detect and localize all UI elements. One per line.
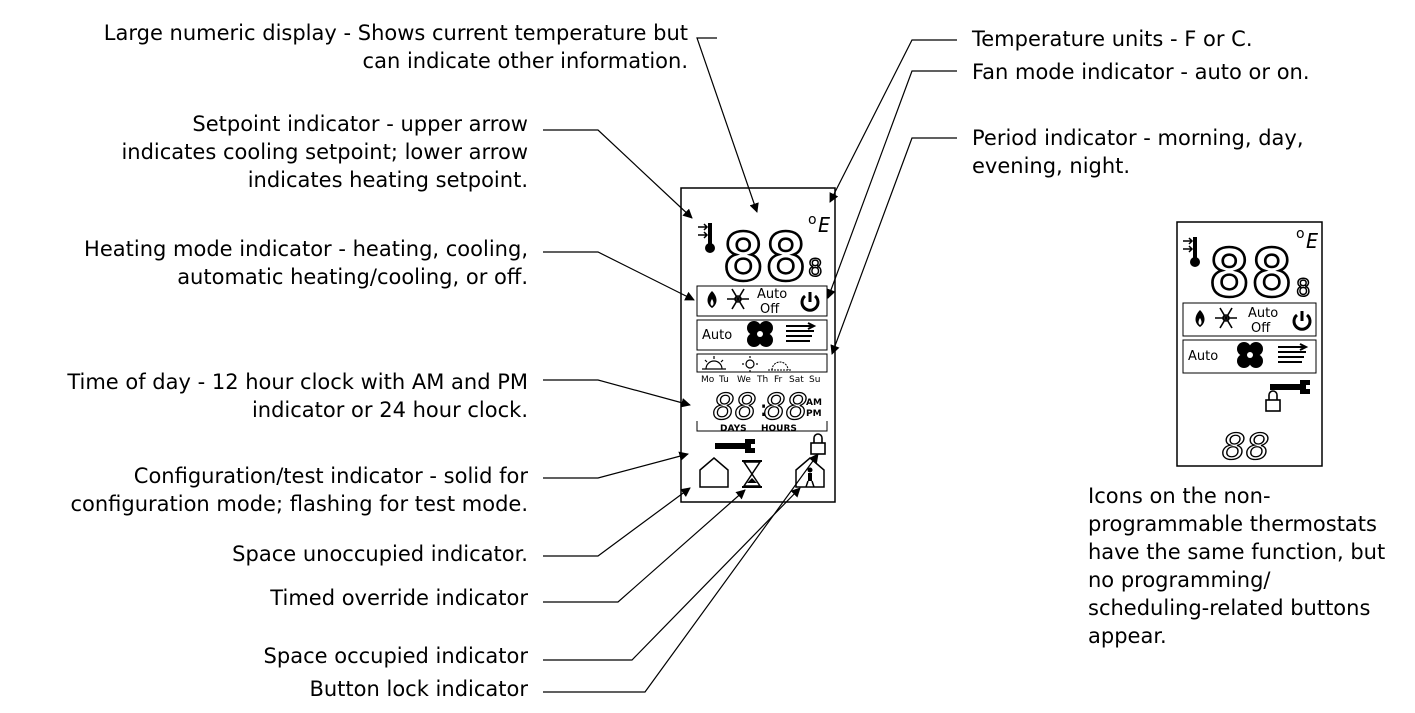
fan-on-airflow-icon bbox=[1277, 343, 1307, 363]
period-row-frame bbox=[696, 353, 828, 373]
decimal-digit: 8 bbox=[808, 254, 822, 282]
clock-separator: : bbox=[757, 397, 770, 422]
lock-icon bbox=[1265, 390, 1281, 412]
label-heating-mode: Heating mode indicator - heating, coolin… bbox=[84, 237, 528, 289]
fan-row-frame bbox=[696, 319, 828, 351]
label-config-test: Configuration/test indicator - solid for… bbox=[70, 464, 528, 516]
leader-config-test bbox=[543, 451, 689, 479]
leader-button-lock bbox=[543, 453, 819, 693]
day-label: Th bbox=[756, 375, 768, 385]
am-indicator: AM bbox=[806, 398, 822, 408]
day-label: Tu bbox=[718, 375, 729, 385]
leader-space-unoccupied bbox=[543, 487, 691, 557]
leader-heating-mode bbox=[543, 251, 695, 301]
leader-fan-mode bbox=[826, 70, 957, 299]
label-temp-units: Temperature units - F or C. bbox=[972, 27, 1253, 51]
thermometer-setpoint-icon bbox=[1181, 235, 1202, 269]
label-space-occupied: Space occupied indicator bbox=[263, 644, 528, 668]
lcd-panel-nonprogrammable: 88 8 o E Auto Off Auto 88 bbox=[1176, 221, 1323, 469]
fan-icon bbox=[747, 321, 773, 347]
mode-row-frame bbox=[1182, 302, 1317, 337]
clock-bracket bbox=[696, 421, 828, 432]
leader-lines bbox=[543, 37, 957, 693]
leader-space-occupied bbox=[543, 487, 801, 661]
clock-minutes-digits: 88 bbox=[764, 387, 808, 428]
morning-sun-icon bbox=[702, 356, 726, 370]
lcd-frame-small bbox=[1176, 221, 1323, 467]
mode-auto-text: Auto bbox=[1248, 306, 1278, 321]
leader-timed-override bbox=[543, 489, 746, 603]
days-label: DAYS bbox=[720, 424, 747, 434]
leader-time-of-day bbox=[543, 379, 691, 408]
large-numeric-digits: 88 bbox=[1208, 235, 1293, 312]
hours-label: HOURS bbox=[761, 424, 797, 434]
lcd-panel-main: 88 8 o E Auto Off Auto Mo Tu We T bbox=[680, 187, 836, 503]
day-of-week-labels: Mo Tu We Th Fr Sat Su bbox=[701, 375, 820, 385]
house-occupied-icon bbox=[795, 457, 825, 488]
flame-icon bbox=[1195, 310, 1205, 327]
fan-on-airflow-icon bbox=[785, 322, 815, 342]
label-space-unoccupied: Space unoccupied indicator. bbox=[232, 542, 528, 566]
fan-auto-text: Auto bbox=[702, 328, 732, 343]
day-label: We bbox=[737, 375, 751, 385]
wrench-icon bbox=[715, 439, 755, 453]
evening-sun-icon bbox=[768, 361, 792, 371]
leader-large-display bbox=[696, 37, 759, 213]
clock-hours-digits: 88 bbox=[713, 387, 757, 428]
units-degree-symbol: o bbox=[1296, 226, 1305, 242]
day-label: Su bbox=[809, 375, 820, 385]
label-fan-mode: Fan mode indicator - auto or on. bbox=[972, 60, 1310, 84]
lock-icon bbox=[810, 433, 826, 455]
label-button-lock: Button lock indicator bbox=[309, 677, 528, 701]
leader-temp-units bbox=[829, 39, 957, 203]
pm-indicator: PM bbox=[806, 409, 822, 419]
units-degree-symbol: o bbox=[808, 212, 817, 228]
power-icon bbox=[1292, 309, 1312, 331]
day-sun-icon bbox=[742, 356, 758, 372]
day-label: Sat bbox=[789, 375, 804, 385]
fan-row-frame bbox=[1182, 339, 1317, 374]
units-letter: E bbox=[818, 213, 830, 237]
hourglass-icon bbox=[742, 460, 762, 488]
large-numeric-digits: 88 bbox=[722, 219, 807, 296]
day-label: Mo bbox=[701, 375, 715, 385]
day-label: Fr bbox=[774, 375, 783, 385]
fan-icon bbox=[1237, 342, 1263, 368]
flame-icon bbox=[707, 291, 717, 308]
label-timed-override: Timed override indicator bbox=[270, 586, 528, 610]
mode-off-text: Off bbox=[1251, 321, 1271, 336]
mode-off-text: Off bbox=[760, 302, 780, 317]
fan-auto-text: Auto bbox=[1188, 349, 1218, 364]
decimal-digit: 8 bbox=[1296, 274, 1310, 302]
label-period: Period indicator - morning, day,evening,… bbox=[972, 126, 1304, 178]
house-unoccupied-icon bbox=[699, 457, 729, 488]
thermometer-setpoint-icon bbox=[696, 221, 717, 255]
leader-period bbox=[830, 137, 957, 355]
label-large-display: Large numeric display - Shows current te… bbox=[103, 21, 688, 73]
mode-auto-text: Auto bbox=[757, 287, 787, 302]
mode-row-frame bbox=[696, 285, 828, 317]
night-moon-icon bbox=[815, 358, 822, 372]
label-time-of-day: Time of day - 12 hour clock with AM and … bbox=[67, 370, 528, 422]
small-digits: 88 bbox=[1222, 427, 1270, 468]
label-nonprog-note: Icons on the non-programmable thermostat… bbox=[1088, 484, 1386, 648]
leader-setpoint bbox=[543, 129, 693, 219]
units-letter: E bbox=[1306, 229, 1318, 253]
